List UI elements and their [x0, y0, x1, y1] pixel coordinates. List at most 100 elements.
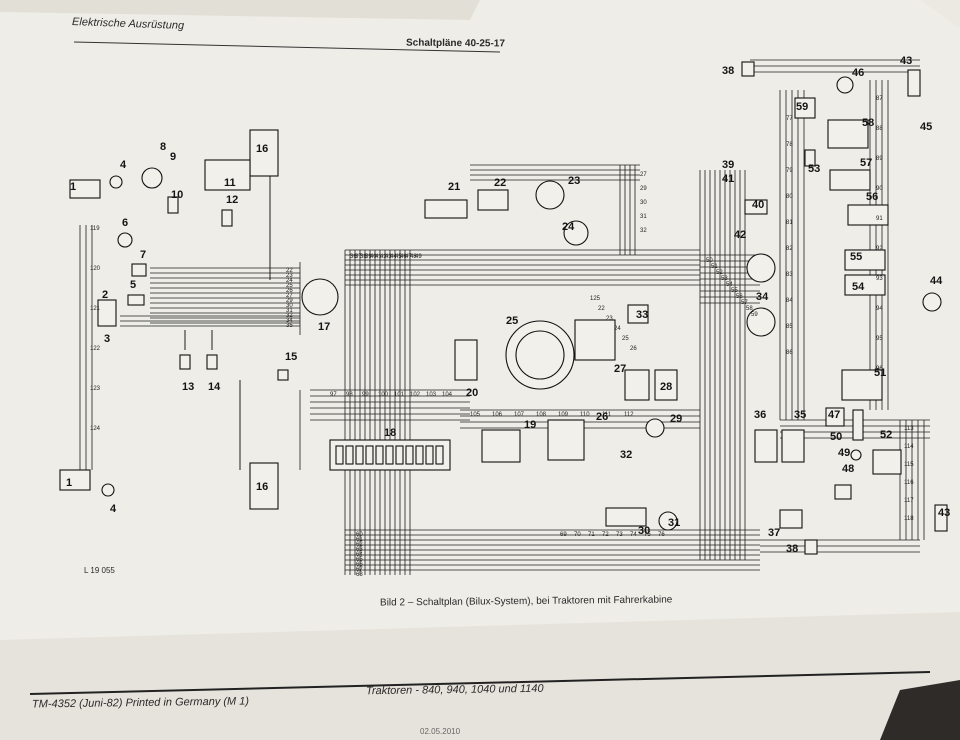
component-number: 35	[794, 409, 806, 421]
fuse	[355, 445, 364, 465]
module-51	[841, 369, 883, 401]
component-number: 33	[636, 309, 648, 321]
fuse	[405, 445, 414, 465]
wire-number: 78	[786, 142, 793, 148]
wire-number: 57	[741, 300, 748, 306]
wire-number: 107	[514, 412, 525, 418]
socket-34-top	[746, 253, 776, 283]
component-number: 9	[170, 151, 176, 163]
wire-number: 110	[580, 412, 590, 418]
component-number: 42	[734, 229, 746, 241]
wire-number: 89	[876, 156, 883, 162]
module-47	[825, 407, 845, 427]
wire-number: 74	[630, 532, 637, 538]
wire-number: 29	[640, 186, 647, 192]
component-number: 31	[668, 517, 680, 529]
wire-number: 96	[876, 366, 883, 372]
wire-number: 72	[602, 532, 609, 538]
wire-number: 114	[904, 444, 914, 450]
component-number: 18	[384, 427, 396, 439]
lamp-13	[179, 354, 191, 370]
component-number: 4	[110, 503, 117, 515]
switch-15	[277, 369, 289, 381]
socket-34-bottom	[746, 307, 776, 337]
wire-number: 25	[286, 283, 293, 289]
switch-19	[481, 429, 521, 463]
wire-number: 35	[286, 323, 293, 329]
wire-number: 32	[640, 228, 647, 234]
wire-number: 37	[355, 254, 362, 260]
wire-number: 47	[405, 254, 412, 260]
component-number: 38	[786, 543, 798, 555]
wire-number: 71	[588, 532, 595, 538]
component-number: 17	[318, 321, 330, 333]
wire-number: 97	[330, 392, 337, 398]
wire-number: 122	[90, 346, 101, 352]
component-number: 43	[900, 55, 912, 67]
connector-2	[97, 299, 117, 327]
component-number: 3	[104, 333, 110, 345]
component-number: 50	[830, 431, 842, 443]
wire-number: 76	[658, 532, 665, 538]
relay-28	[654, 369, 678, 401]
component-number: 29	[670, 413, 682, 425]
wire-number: 79	[786, 168, 793, 174]
fuse	[425, 445, 434, 465]
component-number: 7	[140, 249, 146, 261]
component-number: 40	[752, 199, 764, 211]
module-48	[834, 484, 852, 500]
wire-number: 95	[876, 336, 883, 342]
lamp-4-bottom	[101, 483, 115, 497]
component-number: 13	[182, 381, 194, 393]
component-number: 2	[102, 289, 108, 301]
component-number: 45	[920, 121, 932, 133]
wire-number: 119	[90, 226, 100, 232]
wire-number: 67	[356, 567, 363, 573]
wire-number: 27	[286, 293, 293, 299]
component-number: 34	[756, 291, 769, 303]
wire-number: 93	[876, 276, 883, 282]
horn-11	[204, 159, 251, 191]
component-number: 25	[506, 315, 518, 327]
switch-26	[547, 419, 585, 461]
switch-24	[563, 220, 589, 246]
fuse	[395, 445, 404, 465]
module-49	[850, 449, 862, 461]
wire-number: 85	[786, 324, 793, 330]
wire-number: 45	[395, 254, 402, 260]
footer-model-list: Traktoren - 840, 940, 1040 und 1140	[365, 682, 544, 698]
wire-number: 26	[630, 346, 637, 352]
wire-number: 103	[426, 392, 437, 398]
wire-number: 22	[286, 268, 293, 274]
component-number: 52	[880, 429, 892, 441]
component-number: 16	[256, 481, 268, 493]
unit-31	[658, 511, 678, 531]
wire-number: 109	[558, 412, 569, 418]
wire-number: 42	[380, 254, 387, 260]
wire-number: 81	[786, 220, 793, 226]
wire-number: 52	[716, 270, 723, 276]
wiring-harness	[79, 59, 930, 575]
component-number: 47	[828, 409, 840, 421]
switch-8	[141, 167, 163, 189]
lamp-6	[117, 232, 133, 248]
wire-number: 46	[400, 254, 407, 260]
component-number: 59	[796, 101, 808, 113]
component-number: 36	[754, 409, 766, 421]
wire-number: 115	[904, 462, 914, 468]
wire-number: 34	[286, 318, 293, 324]
component-number: 23	[568, 175, 580, 187]
component-number: 56	[866, 191, 878, 203]
wire-number: 30	[286, 303, 293, 309]
component-number: 54	[852, 281, 865, 293]
fuse	[335, 445, 344, 465]
wire-number: 92	[876, 246, 883, 252]
wire-number: 70	[574, 532, 581, 538]
wire-number: 80	[786, 194, 793, 200]
wire-number: 27	[640, 172, 647, 178]
component-number: 57	[860, 157, 872, 169]
component-number: 46	[852, 67, 864, 79]
wire-number: 106	[492, 412, 503, 418]
